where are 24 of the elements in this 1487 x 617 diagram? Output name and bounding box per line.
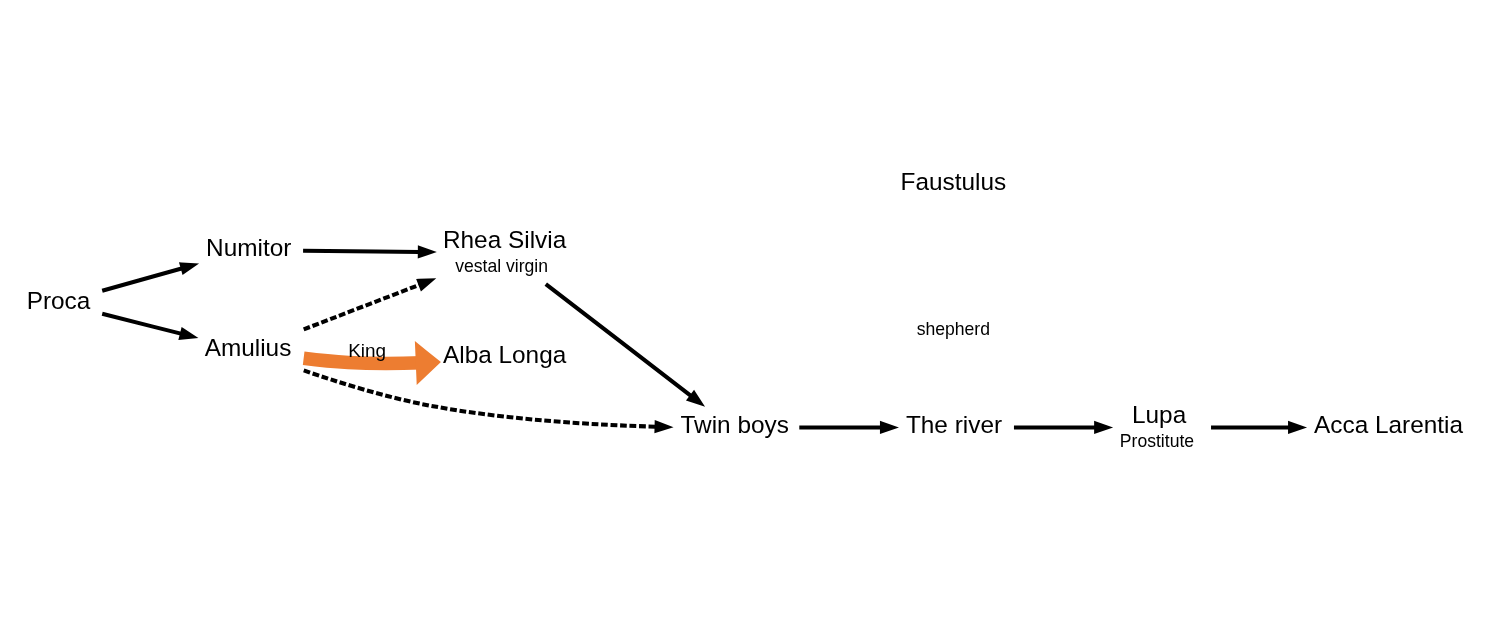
node-text: Lupa [1132, 400, 1187, 428]
arrow [303, 244, 437, 259]
node-label: vestal virgin [455, 255, 548, 276]
arrow [303, 277, 437, 331]
arrow [101, 311, 199, 340]
node-text: Rhea Silvia [442, 225, 567, 253]
node-text: Alba Longa [442, 340, 567, 368]
node-label: Prostitute [1119, 430, 1195, 451]
node-text: Numitor [206, 233, 292, 261]
arrow [302, 340, 441, 385]
arrow [101, 261, 200, 293]
arrow [303, 368, 674, 433]
label: Faustulus [900, 167, 1007, 195]
arrow [1013, 420, 1114, 434]
node-text: Twin boys [680, 410, 789, 438]
node-text: Proca [26, 286, 91, 314]
node-text: Acca Larentia [1314, 410, 1464, 438]
edge-label: King [348, 339, 387, 361]
arrow [544, 281, 706, 407]
node-text: Amulius [204, 333, 292, 361]
node-text: The river [905, 410, 1003, 438]
arrow [1211, 420, 1308, 434]
arrow [799, 420, 899, 434]
label: shepherd [916, 318, 990, 339]
